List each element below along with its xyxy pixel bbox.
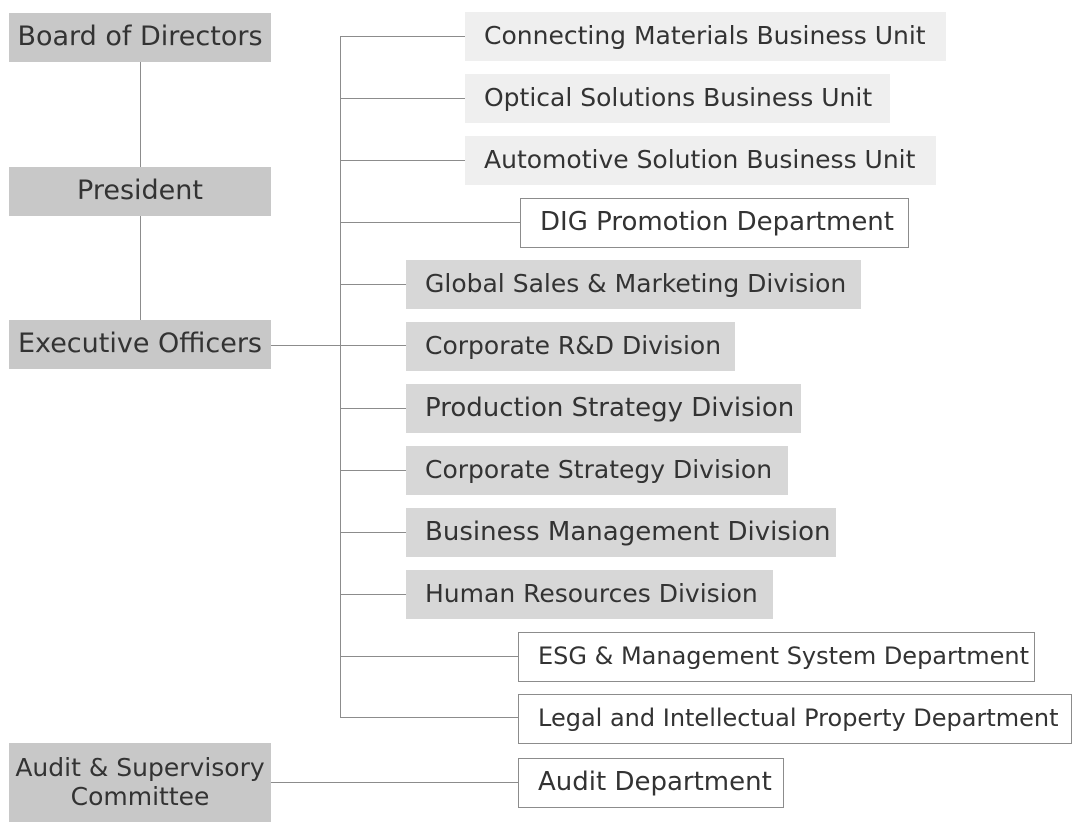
connector-unit-6: [340, 345, 406, 346]
audit-supervisory-committee-box: Audit & Supervisory Committee: [9, 743, 271, 822]
president-box: President: [9, 167, 271, 216]
connector-unit-8: [340, 470, 406, 471]
unit-label: Human Resources Division: [425, 579, 758, 609]
connector-unit-4: [340, 222, 520, 223]
connector-audit: [271, 782, 518, 783]
unit-label: Corporate R&D Division: [425, 331, 722, 361]
business-management-division: Business Management Division: [406, 508, 836, 557]
unit-label: Legal and Intellectual Property Departme…: [538, 704, 1059, 733]
audit-department-label: Audit Department: [538, 767, 772, 798]
connector-unit-9: [340, 532, 406, 533]
audit-department: Audit Department: [518, 758, 784, 808]
global-sales-marketing-division: Global Sales & Marketing Division: [406, 260, 861, 309]
executive-officers-box: Executive Officers: [9, 320, 271, 369]
audit-committee-label-line2: Committee: [70, 781, 210, 811]
unit-label: Connecting Materials Business Unit: [484, 21, 926, 51]
connector-unit-12: [340, 717, 518, 718]
connecting-materials-business-unit: Connecting Materials Business Unit: [465, 12, 946, 61]
connector-trunk: [340, 36, 341, 717]
human-resources-division: Human Resources Division: [406, 570, 773, 619]
production-strategy-division: Production Strategy Division: [406, 384, 801, 433]
connector-unit-1: [340, 36, 465, 37]
connector-unit-11: [340, 656, 518, 657]
corporate-strategy-division: Corporate Strategy Division: [406, 446, 788, 495]
connector-unit-10: [340, 594, 406, 595]
audit-committee-label-line1: Audit & Supervisory: [15, 752, 265, 782]
legal-intellectual-property-department: Legal and Intellectual Property Departme…: [518, 694, 1072, 744]
connector-unit-3: [340, 160, 465, 161]
board-of-directors-label: Board of Directors: [17, 21, 263, 53]
unit-label: Optical Solutions Business Unit: [484, 83, 873, 113]
connector-executive-trunk: [271, 345, 340, 346]
optical-solutions-business-unit: Optical Solutions Business Unit: [465, 74, 890, 123]
connector-unit-2: [340, 98, 465, 99]
esg-management-system-department: ESG & Management System Department: [518, 632, 1035, 682]
unit-label: ESG & Management System Department: [538, 642, 1030, 671]
corporate-rd-division: Corporate R&D Division: [406, 322, 735, 371]
connector-board-president: [140, 62, 141, 167]
unit-label: Corporate Strategy Division: [425, 455, 773, 485]
executive-officers-label: Executive Officers: [17, 328, 262, 360]
board-of-directors-box: Board of Directors: [9, 13, 271, 62]
president-label: President: [77, 175, 203, 207]
unit-label: Global Sales & Marketing Division: [425, 269, 847, 299]
connector-unit-7: [340, 408, 406, 409]
unit-label: DIG Promotion Department: [540, 207, 894, 238]
unit-label: Automotive Solution Business Unit: [484, 145, 916, 175]
automotive-solution-business-unit: Automotive Solution Business Unit: [465, 136, 936, 185]
dig-promotion-department: DIG Promotion Department: [520, 198, 909, 248]
unit-label: Business Management Division: [425, 516, 831, 547]
connector-president-executive: [140, 216, 141, 320]
connector-unit-5: [340, 284, 406, 285]
unit-label: Production Strategy Division: [425, 392, 795, 423]
